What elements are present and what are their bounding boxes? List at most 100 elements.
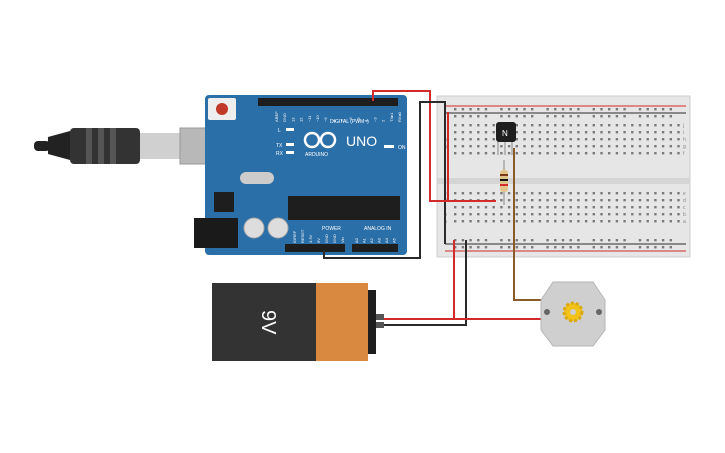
rail-hole bbox=[561, 108, 565, 111]
rail-hole bbox=[515, 239, 518, 242]
led-tx-label: TX bbox=[276, 143, 283, 149]
breadboard-hole bbox=[461, 220, 465, 223]
row-label: b bbox=[683, 212, 686, 218]
breadboard-hole bbox=[477, 124, 480, 127]
power-header bbox=[285, 244, 345, 252]
breadboard-hole bbox=[461, 138, 465, 141]
breadboard-hole bbox=[677, 145, 680, 148]
breadboard-hole bbox=[608, 199, 611, 202]
breadboard-hole bbox=[554, 138, 557, 141]
rail-hole bbox=[600, 246, 603, 249]
breadboard-hole bbox=[677, 206, 680, 209]
pin-label: 3.3V bbox=[308, 234, 313, 243]
breadboard-hole bbox=[600, 131, 603, 134]
breadboard-hole bbox=[507, 145, 511, 148]
breadboard-hole bbox=[623, 213, 626, 216]
breadboard-hole bbox=[469, 152, 472, 155]
breadboard-hole bbox=[592, 131, 595, 134]
breadboard-hole bbox=[631, 145, 634, 148]
breadboard-hole bbox=[477, 220, 480, 223]
breadboard-hole bbox=[646, 124, 649, 127]
breadboard-hole bbox=[531, 213, 534, 216]
breadboard-hole bbox=[661, 199, 665, 202]
breadboard-hole bbox=[500, 220, 503, 223]
breadboard-hole bbox=[669, 192, 672, 195]
wires bbox=[323, 90, 545, 326]
rail-hole bbox=[507, 239, 511, 242]
breadboard-hole bbox=[631, 124, 634, 127]
rail-hole bbox=[661, 115, 665, 118]
breadboard-hole bbox=[577, 199, 580, 202]
breadboard-hole bbox=[546, 213, 549, 216]
breadboard-hole bbox=[654, 131, 657, 134]
rail-hole bbox=[569, 115, 572, 118]
breadboard-hole bbox=[454, 206, 457, 209]
breadboard-hole bbox=[561, 220, 565, 223]
breadboard-hole bbox=[461, 124, 465, 127]
rail-hole bbox=[507, 108, 511, 111]
rail-hole bbox=[669, 246, 672, 249]
rail-hole bbox=[484, 239, 488, 242]
rail-hole bbox=[531, 246, 534, 249]
analog-label: ANALOG IN bbox=[364, 226, 392, 232]
breadboard-hole bbox=[654, 220, 657, 223]
voltage-regulator bbox=[214, 192, 234, 212]
breadboard-hole bbox=[561, 152, 565, 155]
rail-hole bbox=[469, 115, 472, 118]
breadboard-hole bbox=[677, 124, 680, 127]
breadboard-hole bbox=[554, 199, 557, 202]
breadboard-hole bbox=[669, 124, 672, 127]
breadboard-hole bbox=[638, 192, 642, 195]
reset-button[interactable] bbox=[216, 103, 228, 115]
breadboard-hole bbox=[469, 192, 472, 195]
breadboard-hole bbox=[507, 152, 511, 155]
breadboard-hole bbox=[484, 220, 488, 223]
breadboard-hole bbox=[661, 206, 665, 209]
breadboard-hole bbox=[507, 213, 511, 216]
breadboard-hole bbox=[623, 138, 626, 141]
breadboard-hole bbox=[669, 152, 672, 155]
breadboard-hole bbox=[623, 192, 626, 195]
breadboard-hole bbox=[538, 131, 542, 134]
pin-label: 12 bbox=[299, 117, 304, 122]
breadboard-hole bbox=[615, 213, 619, 216]
rail-hole bbox=[600, 108, 603, 111]
breadboard-hole bbox=[646, 192, 649, 195]
breadboard-hole bbox=[631, 220, 634, 223]
breadboard-hole bbox=[484, 131, 488, 134]
breadboard-hole bbox=[515, 220, 518, 223]
breadboard-hole bbox=[592, 213, 595, 216]
breadboard-hole bbox=[631, 199, 634, 202]
capacitor bbox=[267, 217, 289, 239]
breadboard-hole bbox=[623, 131, 626, 134]
breadboard-hole bbox=[569, 124, 572, 127]
battery-label: 9V bbox=[257, 310, 279, 335]
breadboard-hole bbox=[569, 145, 572, 148]
pin-label: GND bbox=[282, 113, 287, 122]
breadboard-hole bbox=[569, 199, 572, 202]
breadboard-hole bbox=[661, 192, 665, 195]
rail-hole bbox=[561, 246, 565, 249]
breadboard-hole bbox=[484, 152, 488, 155]
breadboard-hole bbox=[646, 131, 649, 134]
rail-hole bbox=[577, 239, 580, 242]
breadboard-hole bbox=[515, 124, 518, 127]
breadboard-hole bbox=[592, 220, 595, 223]
breadboard-hole bbox=[569, 220, 572, 223]
rail-hole bbox=[638, 239, 642, 242]
breadboard-hole bbox=[584, 152, 588, 155]
rail-hole bbox=[484, 115, 488, 118]
breadboard-hole bbox=[577, 124, 580, 127]
rail-hole bbox=[569, 108, 572, 111]
pin-label: 4 bbox=[364, 119, 369, 122]
rail-hole bbox=[523, 239, 526, 242]
breadboard-hole bbox=[654, 199, 657, 202]
breadboard-hole bbox=[561, 192, 565, 195]
breadboard-hole bbox=[608, 213, 611, 216]
pin-label: ~9 bbox=[323, 117, 328, 122]
rail-hole bbox=[546, 115, 549, 118]
rail-hole bbox=[507, 115, 511, 118]
rail-hole bbox=[523, 115, 526, 118]
usb-cable bbox=[34, 127, 233, 165]
breadboard-hole bbox=[515, 192, 518, 195]
